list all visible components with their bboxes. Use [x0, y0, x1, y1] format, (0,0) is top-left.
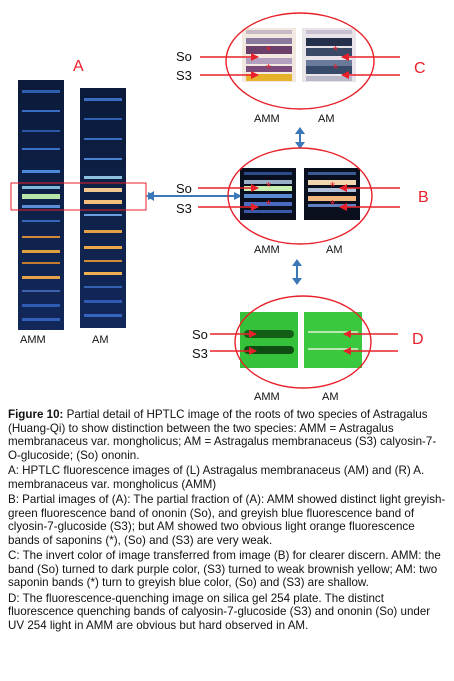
- panel-d-highlight-ellipse: [234, 295, 372, 389]
- panel-d-so-label: So: [192, 327, 208, 342]
- panel-b-marker-2: *: [266, 197, 271, 212]
- panel-c-lane-am: AM: [318, 113, 335, 125]
- panel-b-label: B: [418, 189, 429, 206]
- panel-d-lane-amm: AMM: [254, 391, 280, 403]
- caption-para-a: A: HPTLC fluorescence images of (L) Astr…: [8, 464, 425, 491]
- panel-c-plate: [242, 28, 356, 82]
- panel-b-marker-4: *: [330, 197, 335, 212]
- panel-c-marker-3: *: [333, 43, 338, 58]
- caption-para-d: D: The fluorescence-quenching image on s…: [8, 591, 431, 632]
- panel-b-plate: [240, 168, 360, 220]
- panel-b-highlight-ellipse: [227, 147, 373, 245]
- caption-para-c: C: The invert color of image transferred…: [8, 549, 441, 589]
- panel-a-plate: [18, 80, 126, 330]
- caption-intro: Partial detail of HPTLC image of the roo…: [8, 408, 437, 462]
- b-d-double-arrow: [292, 259, 302, 285]
- panel-b-so-label: So: [176, 181, 192, 196]
- caption-para-b: B: Partial images of (A): The partial fr…: [8, 493, 446, 547]
- panel-d-plate: [240, 312, 362, 368]
- panel-b-lane-amm: AMM: [254, 244, 280, 256]
- figure-graphic: A AMM AM * * * * So S3 C AMM AM: [10, 12, 429, 403]
- panel-a-lane-amm: AMM: [20, 334, 46, 346]
- panel-b-s3-label: S3: [176, 201, 192, 216]
- panel-c-label: C: [414, 60, 426, 77]
- figure-caption: Figure 10: Partial detail of HPTLC image…: [8, 408, 448, 634]
- caption-title: Figure 10:: [8, 408, 64, 421]
- panel-b-marker-3: *: [330, 179, 335, 194]
- panel-c-s3-label: S3: [176, 68, 192, 83]
- panel-c-highlight-ellipse: [225, 12, 375, 110]
- panel-d-label: D: [412, 331, 424, 348]
- panel-c-so-label: So: [176, 49, 192, 64]
- panel-a-selection-box: [10, 182, 147, 211]
- panel-d-s3-label: S3: [192, 346, 208, 361]
- panel-c-marker-1: *: [266, 43, 271, 58]
- panel-a-lane-am: AM: [92, 334, 109, 346]
- panel-c-lane-amm: AMM: [254, 113, 280, 125]
- panel-b-lane-am: AM: [326, 244, 343, 256]
- c-b-double-arrow: [295, 127, 305, 149]
- panel-b-marker-1: *: [266, 179, 271, 194]
- panel-d-lane-am: AM: [322, 391, 339, 403]
- panel-c-marker-4: *: [333, 61, 338, 76]
- panel-a-label: A: [73, 58, 84, 75]
- caption-intro-paragraph: Figure 10: Partial detail of HPTLC image…: [8, 408, 448, 462]
- panel-c-marker-2: *: [266, 61, 271, 76]
